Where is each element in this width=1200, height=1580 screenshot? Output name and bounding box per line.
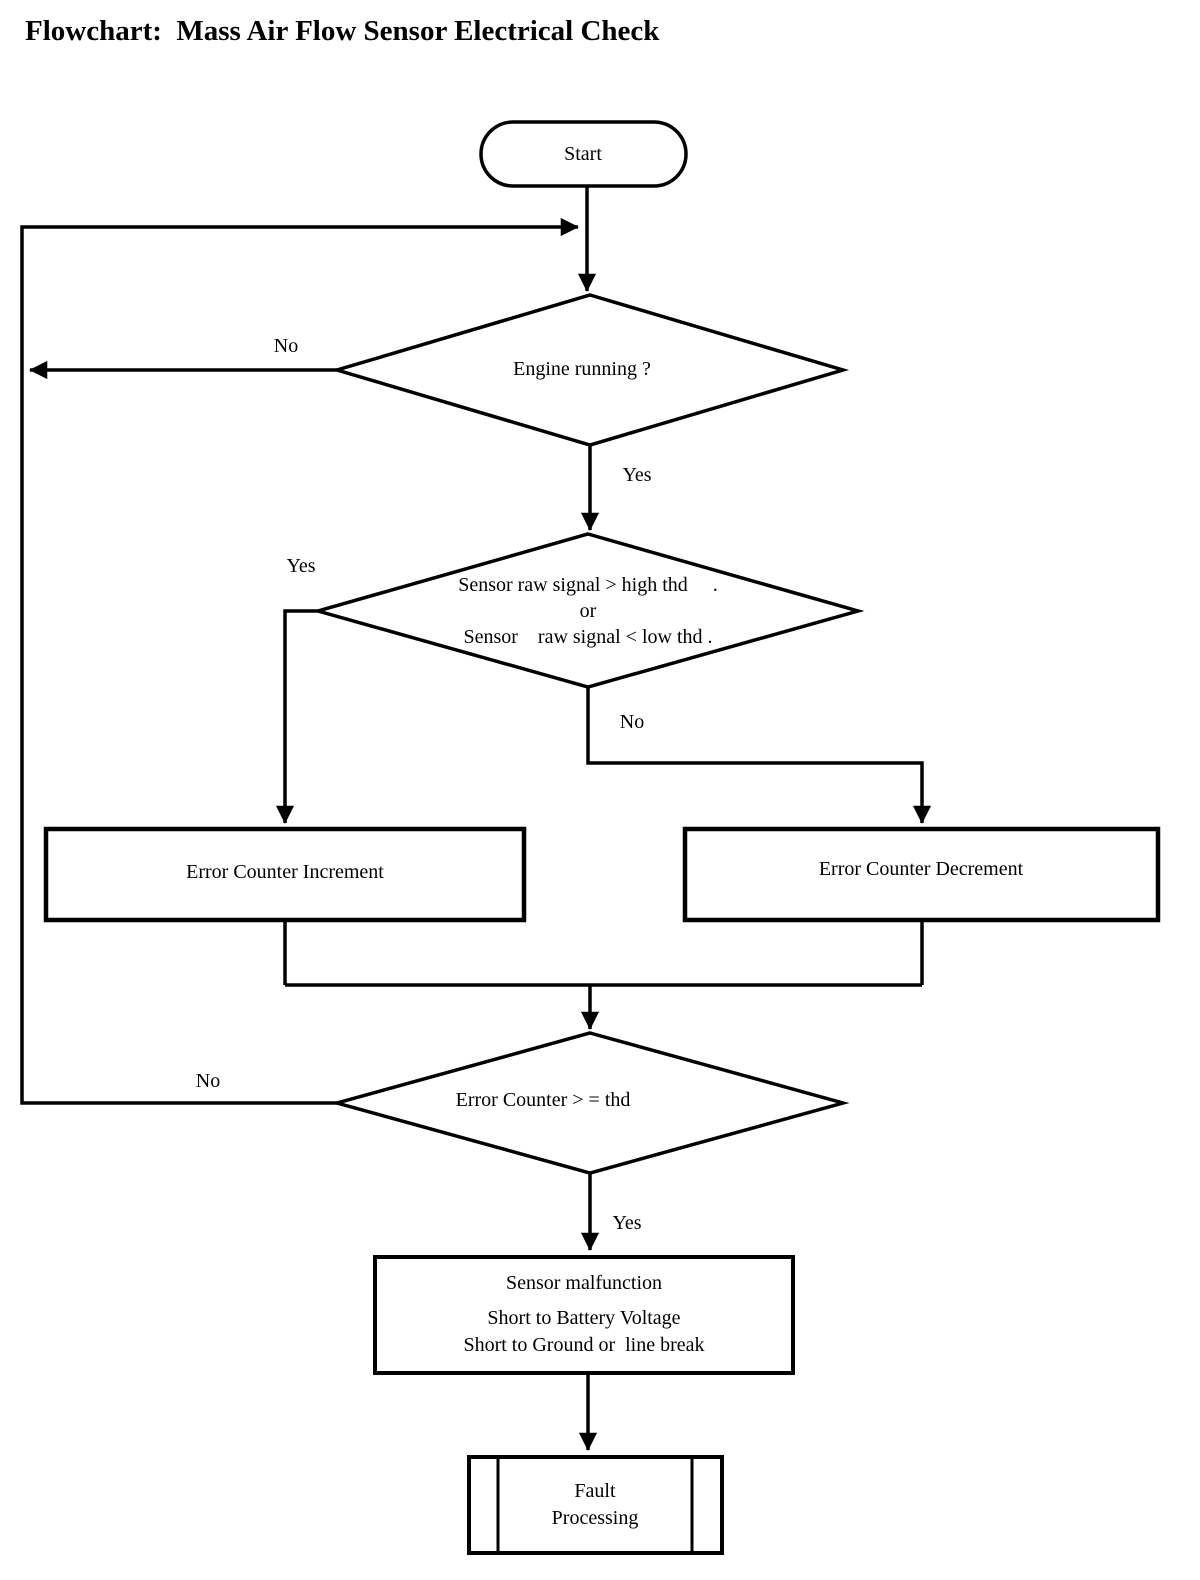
engine-running-yes-label: Yes: [622, 464, 652, 486]
signal-check-yes-label: Yes: [286, 555, 316, 577]
threshold-yes-label: Yes: [612, 1212, 642, 1234]
error-counter-decrement-label: Error Counter Decrement: [818, 858, 1024, 880]
error-counter-threshold-label: Error Counter > = thd: [455, 1089, 631, 1111]
error-counter-increment-label: Error Counter Increment: [186, 861, 384, 883]
page-title: Flowchart: Mass Air Flow Sensor Electric…: [25, 15, 660, 47]
start-node-label: Start: [564, 143, 602, 165]
fault-processing-box-shape: [467, 1455, 724, 1555]
signal-check-no-label: No: [619, 711, 645, 733]
engine-running-node-label: Engine running ?: [513, 358, 651, 380]
sensor-malfunction-body: Short to Battery Voltage Short to Ground…: [463, 1307, 705, 1356]
fault-processing-label: Fault Processing: [551, 1480, 639, 1529]
edge-signal-yes: [275, 609, 318, 824]
start-terminator-shape: [479, 120, 688, 188]
edge-merge: [283, 920, 924, 987]
signal-check-node-label: Sensor raw signal > high thd . or Sensor…: [458, 574, 718, 648]
engine-running-no-label: No: [273, 335, 299, 357]
sensor-malfunction-node: Sensor malfunction Short to Battery Volt…: [375, 1257, 793, 1373]
threshold-no-label: No: [195, 1070, 221, 1092]
sensor-malfunction-title: Sensor malfunction: [505, 1272, 663, 1294]
edge-signal-no: [586, 687, 932, 824]
sensor-malfunction-box-shape: [373, 1255, 795, 1375]
edge-loop-rail: [20, 217, 579, 1105]
